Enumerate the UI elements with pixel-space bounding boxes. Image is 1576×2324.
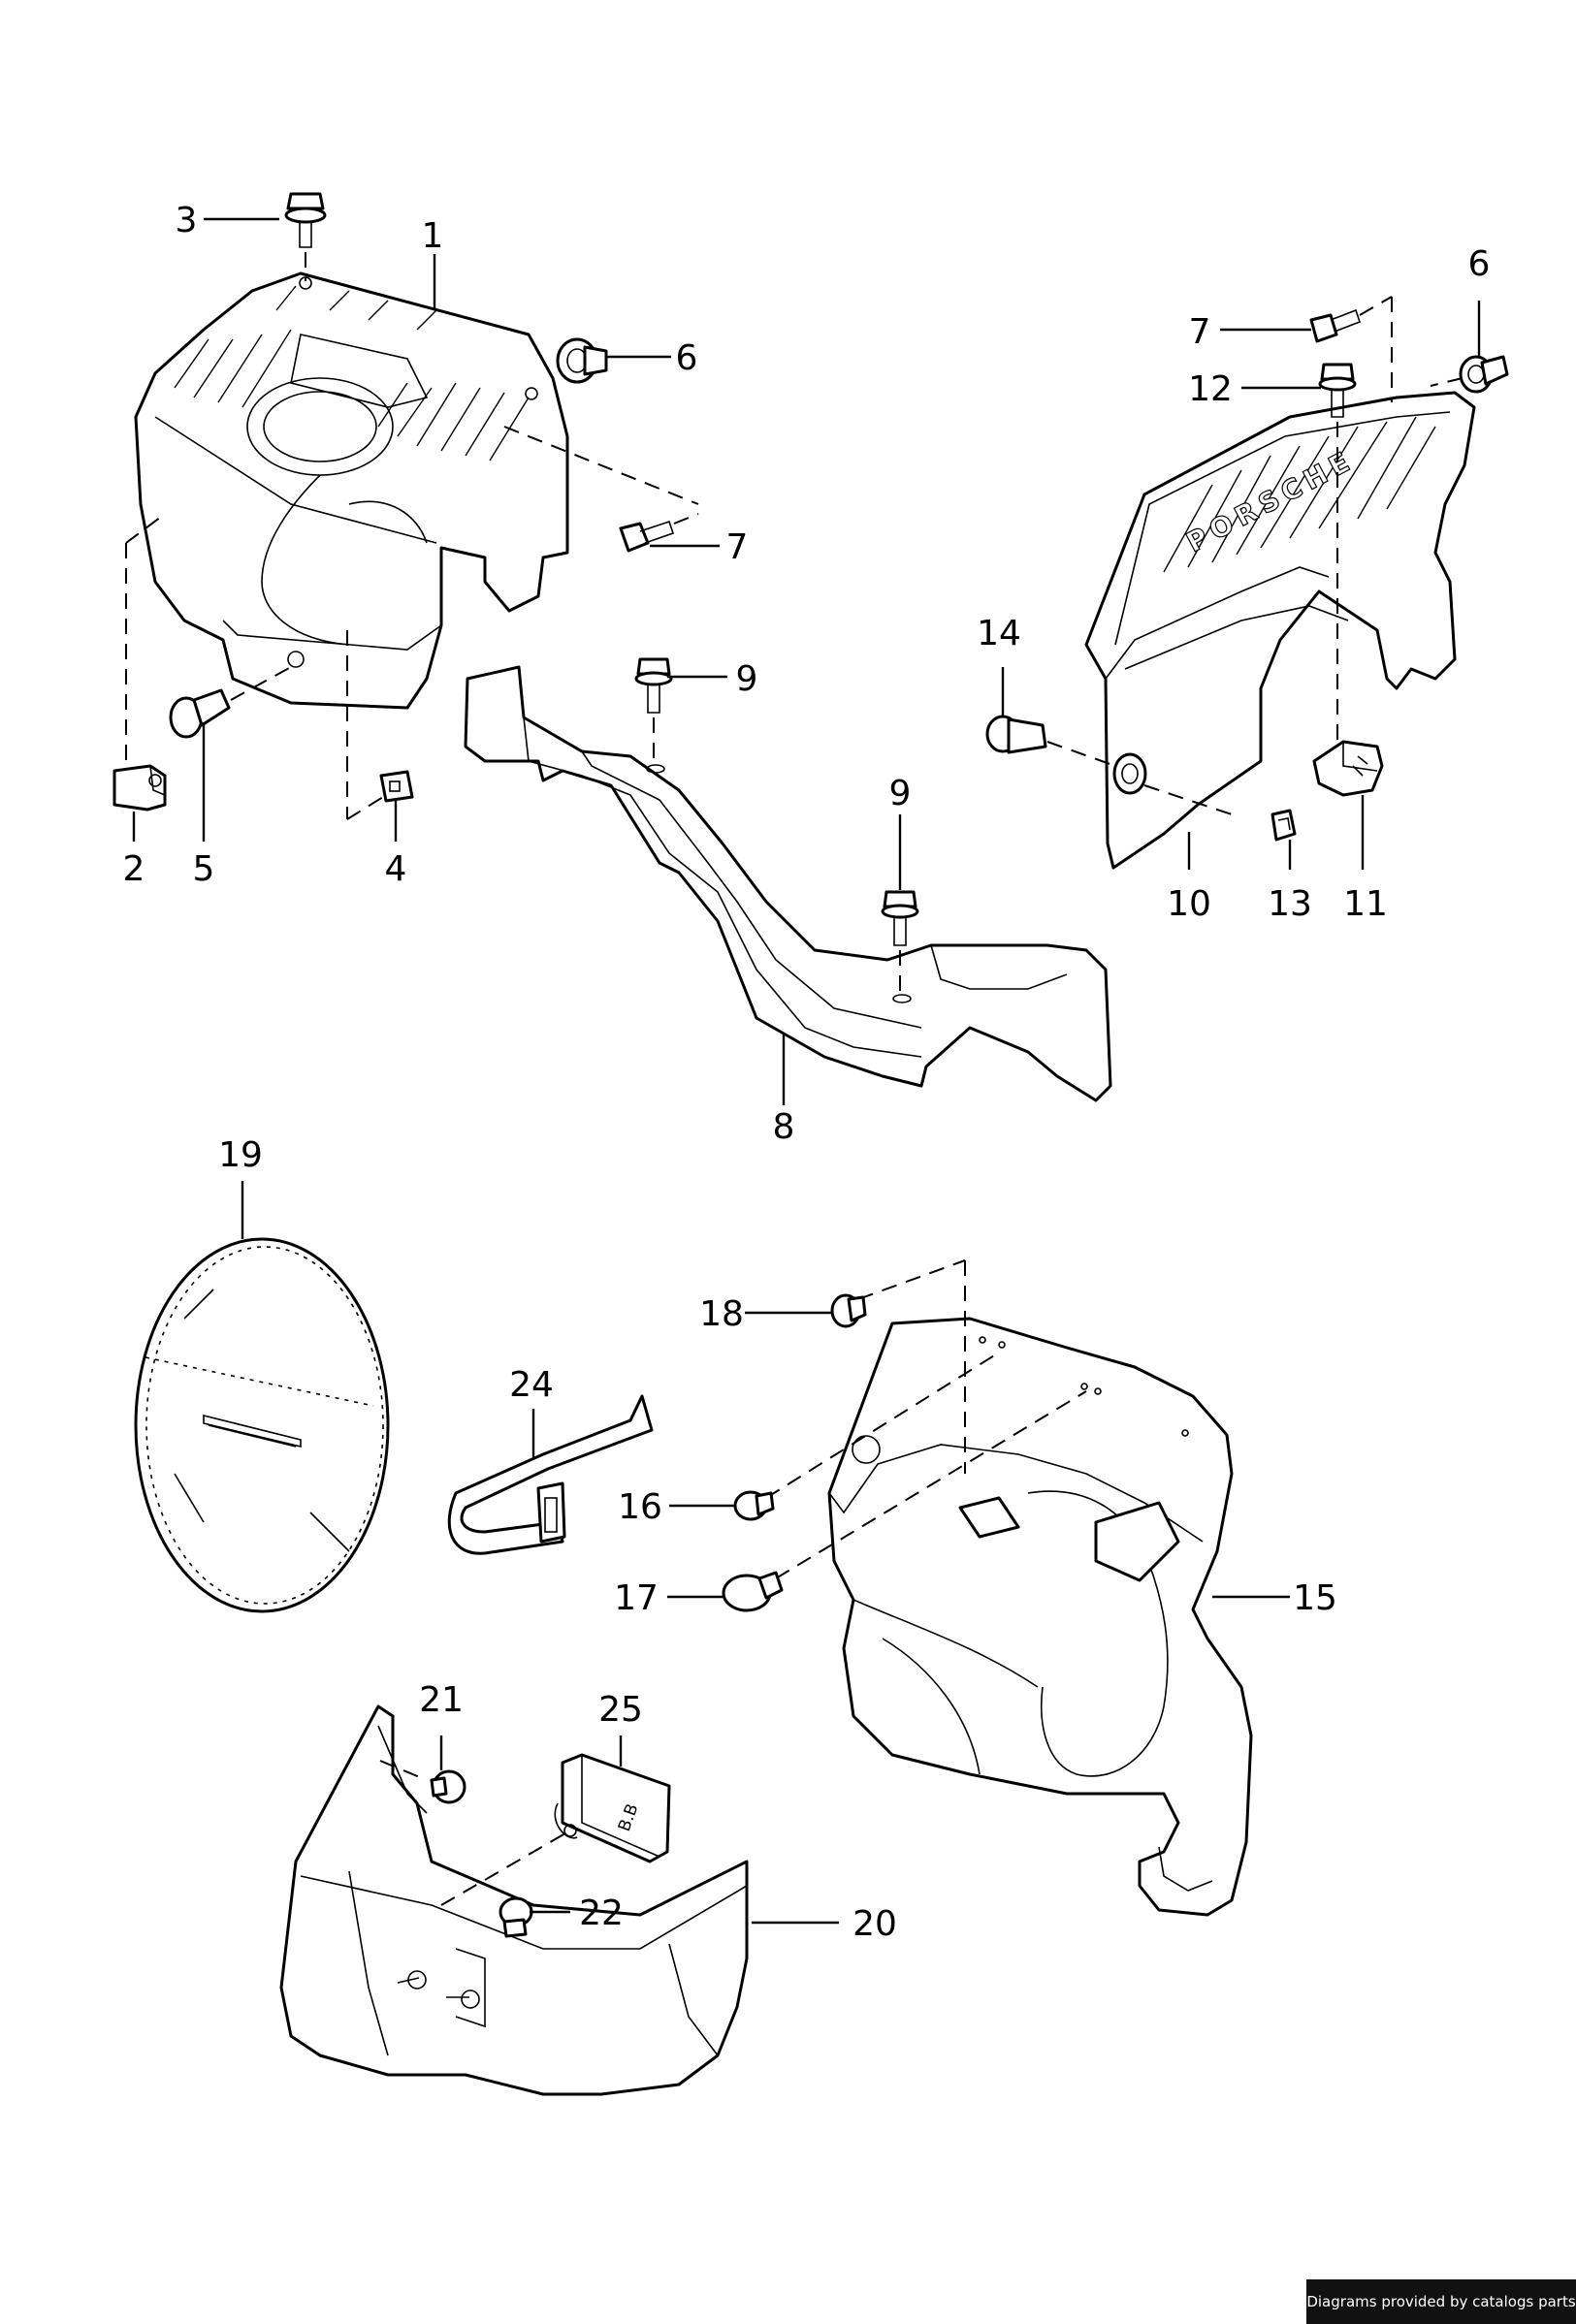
callout-3: 3	[176, 201, 198, 240]
part-21-clip	[379, 1760, 466, 1804]
part-13-clip	[1270, 809, 1297, 842]
part-12-screw	[1318, 363, 1357, 742]
part-22-clip	[499, 1896, 533, 1938]
part-19-spare-wheel-cover	[134, 1237, 390, 1613]
part-15-rear-lining	[827, 1317, 1253, 1917]
callout-11: 11	[1343, 884, 1388, 924]
callout-6-right: 6	[1468, 244, 1491, 284]
callout-2: 2	[123, 849, 145, 889]
callout-6-left: 6	[676, 338, 698, 378]
callout-9-lower: 9	[889, 774, 912, 813]
callout-7-right: 7	[1189, 312, 1211, 352]
part-24-strap	[447, 1394, 654, 1555]
part-3-screw	[284, 192, 327, 281]
part-10-side-lining: PORSCHE	[1084, 391, 1476, 870]
part-4-clip	[346, 630, 414, 820]
part-11-bracket	[1312, 740, 1384, 797]
callout-numbers: 3 1 6 7 2 5 4 9 9 8 14 7 12 6 10 13 11 1…	[123, 201, 1491, 1944]
leader-lines	[132, 217, 1481, 1925]
part-8-center-duct	[464, 665, 1112, 1102]
callout-22: 22	[579, 1894, 624, 1933]
part-2-bracket	[113, 513, 167, 812]
callout-4: 4	[385, 849, 407, 889]
callout-15: 15	[1293, 1578, 1337, 1618]
part-25-control-unit: B.B	[440, 1753, 671, 1906]
callout-16: 16	[618, 1487, 662, 1527]
callout-12: 12	[1188, 369, 1233, 409]
part-6-grommet-left	[556, 337, 608, 384]
callout-13: 13	[1268, 884, 1312, 924]
part-9-screw-lower	[881, 890, 919, 994]
callout-19: 19	[218, 1135, 263, 1175]
callout-14: 14	[977, 614, 1021, 653]
callout-9-upper: 9	[736, 659, 758, 699]
callout-20: 20	[852, 1904, 897, 1944]
callout-24: 24	[509, 1365, 554, 1405]
callout-7-left: 7	[726, 527, 749, 567]
part-6-grommet-right	[1430, 355, 1509, 394]
callout-21: 21	[419, 1680, 464, 1720]
credit-badge: Diagrams provided by catalogs parts	[1306, 2279, 1576, 2324]
callout-18: 18	[699, 1294, 744, 1334]
part-18-clip	[830, 1293, 867, 1328]
callout-10: 10	[1167, 884, 1211, 924]
part-1-trunk-lining	[134, 271, 569, 710]
part-7-bolt-left	[619, 513, 699, 553]
callout-17: 17	[614, 1578, 659, 1618]
callout-8: 8	[773, 1107, 795, 1147]
callout-1: 1	[422, 216, 444, 256]
part-14-clip	[985, 715, 1116, 767]
callout-5: 5	[193, 849, 215, 889]
part-7-bolt-right	[1309, 296, 1393, 402]
part-9-screw-upper	[634, 657, 673, 761]
part-17-cover	[722, 1571, 784, 1612]
part-5-clip	[169, 666, 292, 739]
part-16-clip	[733, 1490, 775, 1521]
callout-25: 25	[598, 1690, 643, 1730]
